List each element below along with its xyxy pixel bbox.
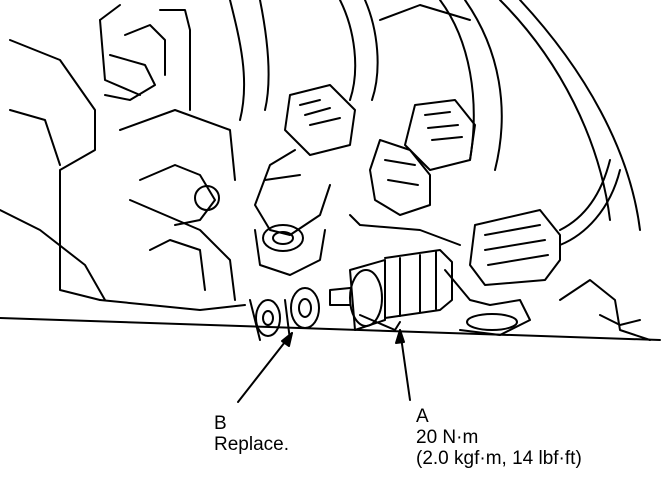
callout-b-letter: B (214, 413, 227, 434)
callout-b: B Replace. (214, 413, 289, 455)
pressure-switch-a (329, 249, 453, 331)
upper-hoses (99, 0, 641, 231)
engine-block (0, 39, 246, 311)
callout-a: A 20 N·m (2.0 kgf·m, 14 lbf·ft) (416, 406, 582, 469)
leader-lines (237, 329, 411, 403)
callout-a-torque-alt: (2.0 kgf·m, 14 lbf·ft) (416, 448, 582, 469)
mounting-surface-line (0, 317, 661, 341)
callout-a-letter: A (416, 406, 429, 427)
wire-harness-connector (444, 159, 651, 341)
washer-b (249, 287, 320, 341)
callout-a-torque: 20 N·m (416, 427, 479, 448)
callout-b-note: Replace. (214, 434, 289, 455)
sensor-connector-left (254, 84, 356, 276)
sensor-connector-right (349, 99, 476, 246)
